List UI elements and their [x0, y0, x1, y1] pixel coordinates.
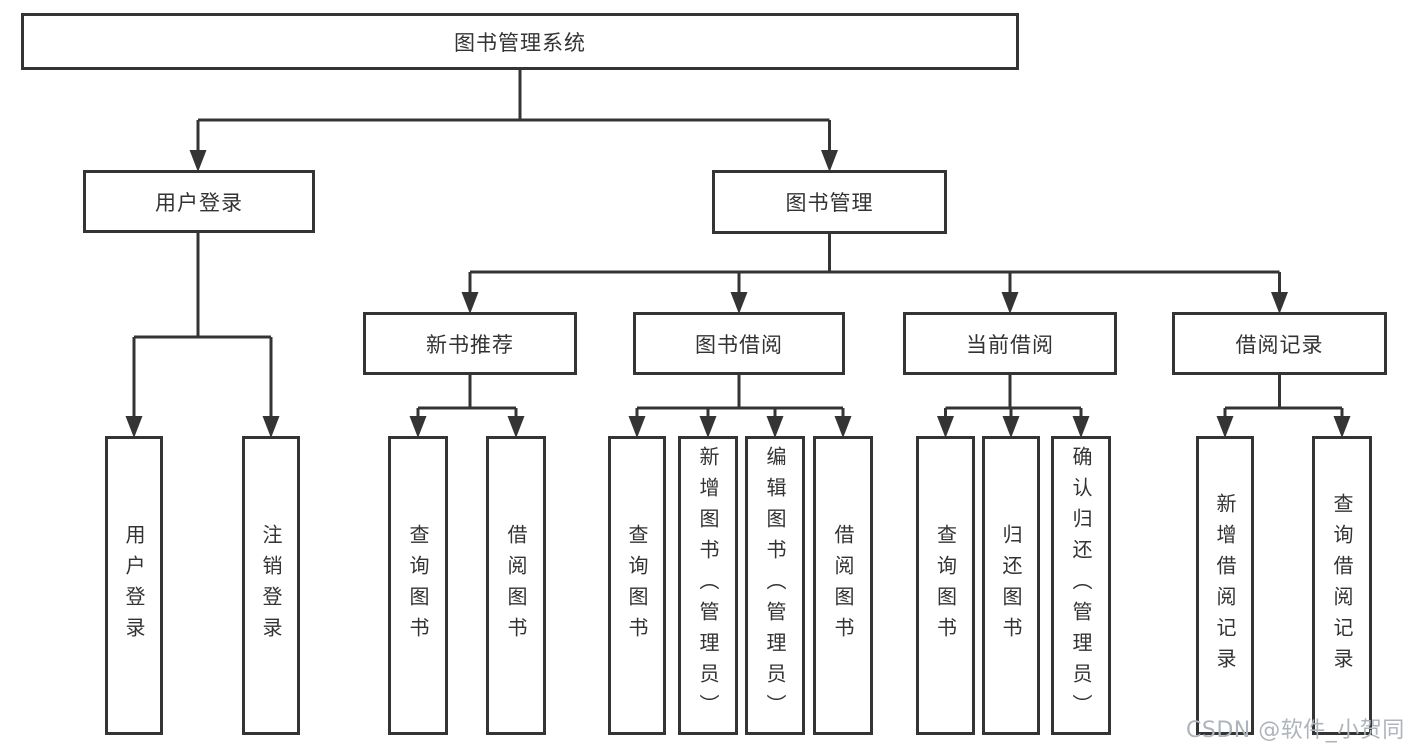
node-bb-query-book: 查询图书 — [608, 436, 666, 735]
node-current-borrowing: 当前借阅 — [903, 312, 1117, 375]
node-user-login-group: 用户登录 — [83, 170, 315, 233]
node-book-management: 图书管理 — [712, 170, 947, 234]
node-br-query-record: 查询借阅记录 — [1312, 436, 1372, 735]
node-cb-query-book: 查询图书 — [916, 436, 975, 735]
csdn-watermark: CSDN @软件_小贺同学 — [1186, 718, 1405, 743]
node-bb-add-book-admin: 新增图书（管理员） — [678, 436, 738, 735]
node-library-system: 图书管理系统 — [21, 13, 1019, 70]
node-borrow-records: 借阅记录 — [1172, 312, 1387, 375]
node-logout: 注销登录 — [242, 436, 300, 735]
node-cb-confirm-return-admin: 确认归还（管理员） — [1051, 436, 1111, 735]
node-nb-borrow-book: 借阅图书 — [486, 436, 546, 735]
node-nb-query-book: 查询图书 — [388, 436, 448, 735]
node-bb-edit-book-admin: 编辑图书（管理员） — [745, 436, 805, 735]
node-book-borrowing: 图书借阅 — [633, 312, 845, 375]
node-new-book-recommend: 新书推荐 — [363, 312, 577, 375]
node-user-login: 用户登录 — [105, 436, 163, 735]
node-cb-return-book: 归还图书 — [982, 436, 1040, 735]
node-bb-borrow-book: 借阅图书 — [813, 436, 873, 735]
node-br-add-record: 新增借阅记录 — [1196, 436, 1254, 735]
